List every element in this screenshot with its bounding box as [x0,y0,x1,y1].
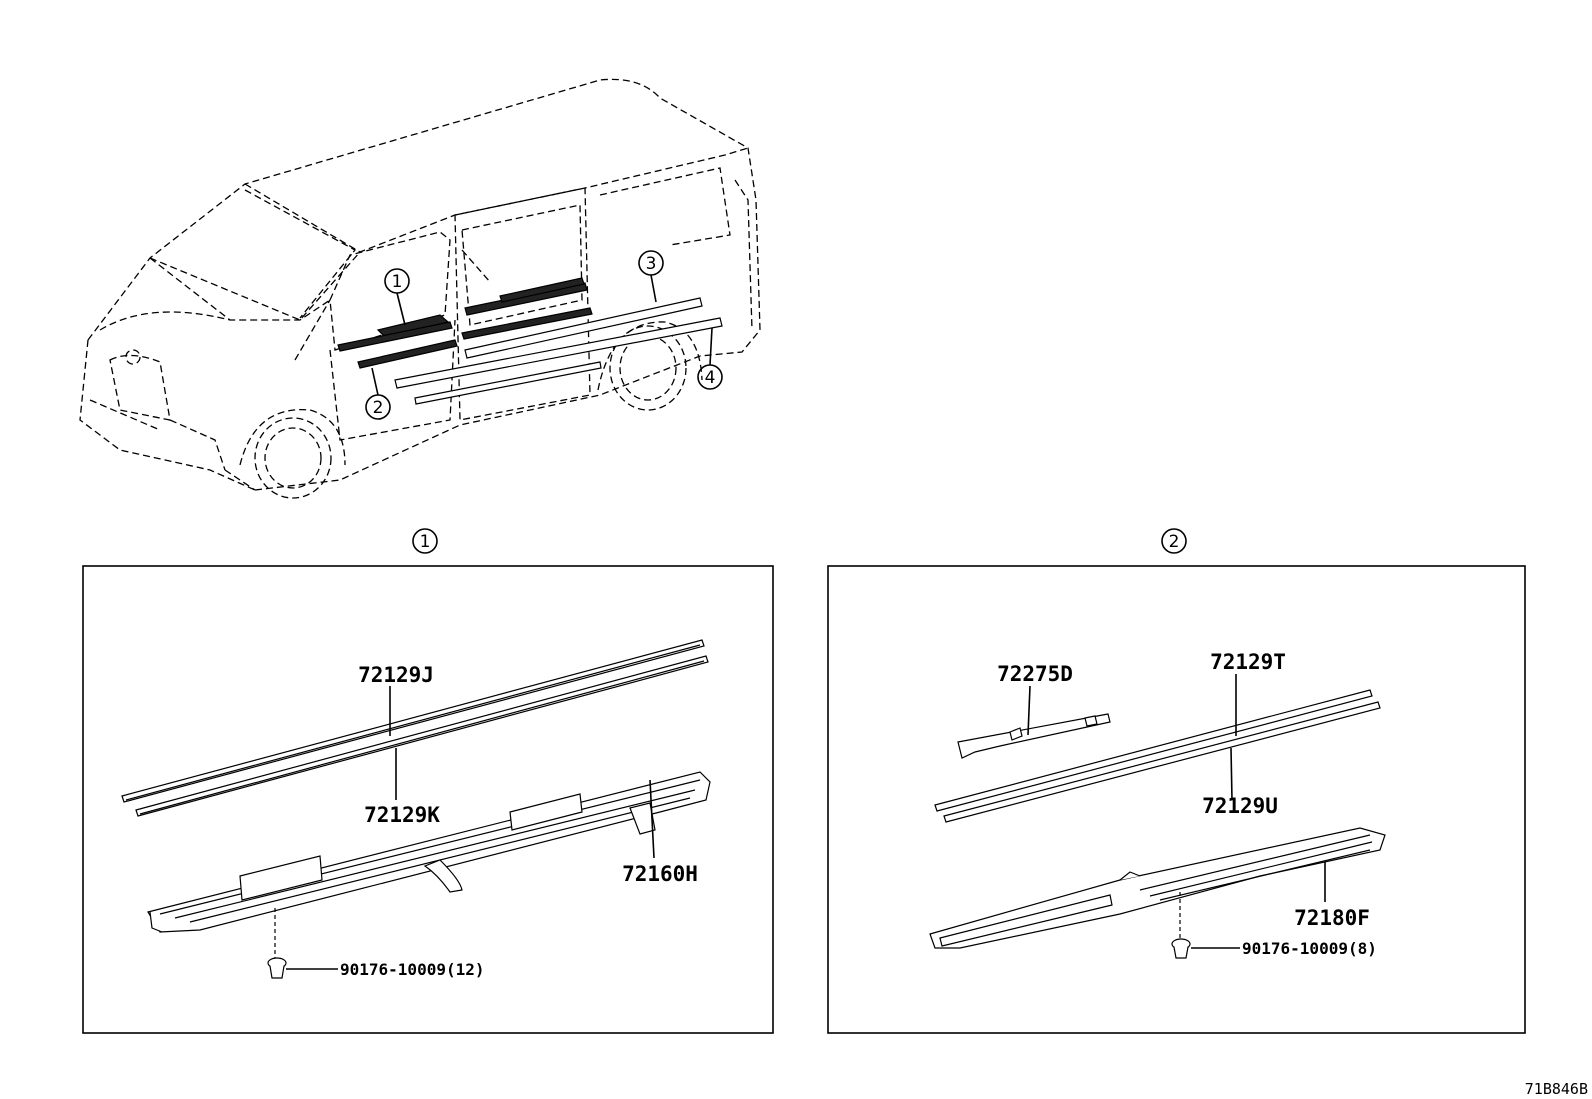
svg-text:2: 2 [373,398,384,418]
panel-1-title: 1 [420,532,431,552]
part-72129T [934,689,1373,812]
callout-1: 1 [384,268,410,294]
label-72180F: 72180F [1294,906,1370,930]
callout-2: 2 [365,394,391,420]
clip-90176-10009-12 [267,957,287,979]
part-72275D [957,713,1111,759]
svg-text:4: 4 [705,368,716,388]
svg-text:1: 1 [392,272,403,292]
label-72129K: 72129K [364,803,440,827]
panel-2-callout-circle [1161,528,1187,554]
clip-90176-10009-8 [1171,938,1191,959]
label-72129J: 72129J [358,663,434,687]
label-clip-12: 90176-10009(12) [340,960,485,979]
panel-2-frame [827,565,1526,1034]
van-overview: 1 2 3 4 [79,78,761,499]
panel-2: 2 72275D [827,528,1526,1034]
panel-1: 1 72129J 72129K [82,528,774,1034]
label-72129T: 72129T [1210,650,1286,674]
callout-4: 4 [697,364,723,390]
figure-reference: 71B846B [1525,1080,1588,1098]
label-72160H: 72160H [622,862,698,886]
panel-1-callout-circle [412,528,438,554]
part-72180F [929,827,1386,949]
label-clip-8: 90176-10009(8) [1242,939,1377,958]
panel-2-title: 2 [1169,532,1180,552]
part-72160H [147,771,711,933]
panel-1-frame [82,565,774,1034]
svg-text:3: 3 [646,254,657,274]
label-72275D: 72275D [997,662,1073,686]
label-72129U: 72129U [1202,794,1278,818]
part-72129U [943,701,1381,823]
callout-3: 3 [638,250,664,276]
